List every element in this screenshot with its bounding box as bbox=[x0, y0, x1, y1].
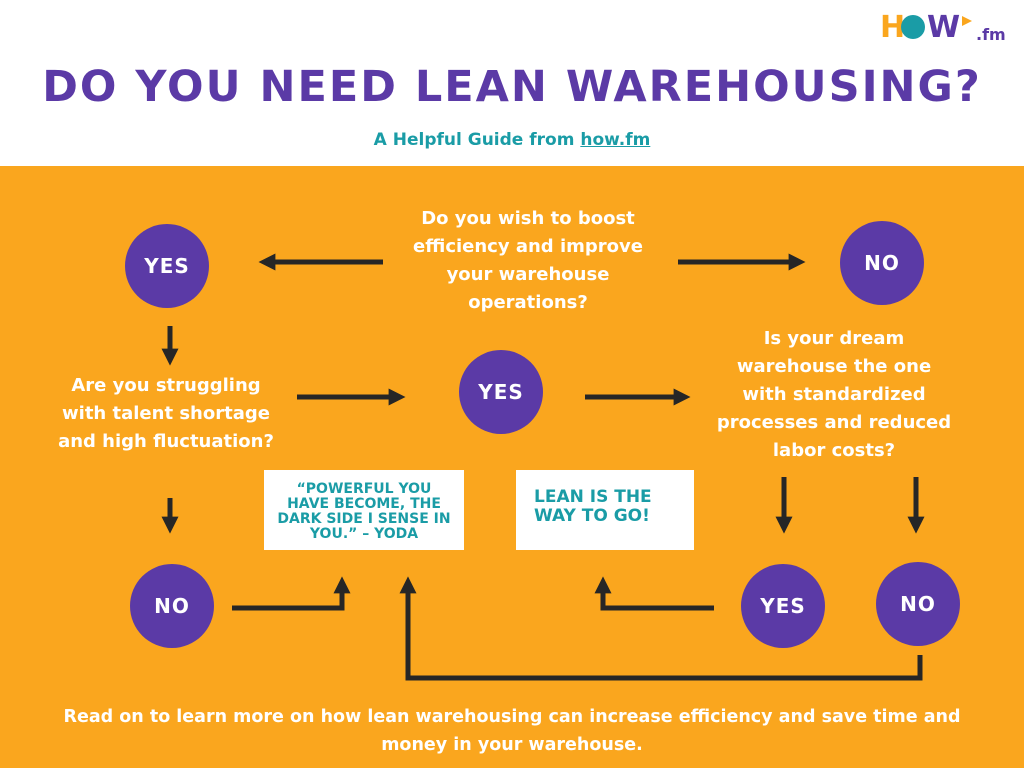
yes-circle-bottom-right: YES bbox=[741, 564, 825, 648]
arrow-no-to-quote bbox=[232, 576, 351, 611]
no-circle-bottom-left: NO bbox=[130, 564, 214, 648]
svg-text:.fm: .fm bbox=[976, 25, 1006, 44]
howfm-link[interactable]: how.fm bbox=[580, 130, 651, 150]
footer-text: Read on to learn more on how lean wareho… bbox=[63, 707, 961, 755]
header: H W .fm DO YOU NEED LEAN WAREHOUSING? A … bbox=[0, 0, 1024, 166]
subtitle-text: A Helpful Guide from bbox=[373, 130, 581, 150]
page-subtitle: A Helpful Guide from how.fm bbox=[0, 130, 1024, 150]
svg-text:H: H bbox=[880, 10, 905, 44]
yes-circle-center: YES bbox=[459, 350, 543, 434]
yoda-quote-box: “Powerful you have become, the dark side… bbox=[264, 470, 464, 550]
question-talent-shortage: Are you struggling with talent shortage … bbox=[58, 375, 274, 452]
svg-text:W: W bbox=[927, 10, 960, 44]
page-title: DO YOU NEED LEAN WAREHOUSING? bbox=[42, 62, 982, 112]
lean-answer-box: Lean is the way to go! bbox=[516, 470, 694, 550]
arrow-yes-to-lean bbox=[594, 576, 714, 611]
no-circle-bottom-far-right: NO bbox=[876, 562, 960, 646]
yes-circle-top-left: YES bbox=[125, 224, 209, 308]
arrow-no-to-quote-long bbox=[399, 576, 923, 681]
question-boost-efficiency: Do you wish to boost efficiency and impr… bbox=[413, 208, 643, 313]
question-dream-warehouse: Is your dream warehouse the one with sta… bbox=[716, 328, 952, 461]
no-circle-top-right: NO bbox=[840, 221, 924, 305]
howfm-logo: H W .fm bbox=[880, 10, 1006, 44]
